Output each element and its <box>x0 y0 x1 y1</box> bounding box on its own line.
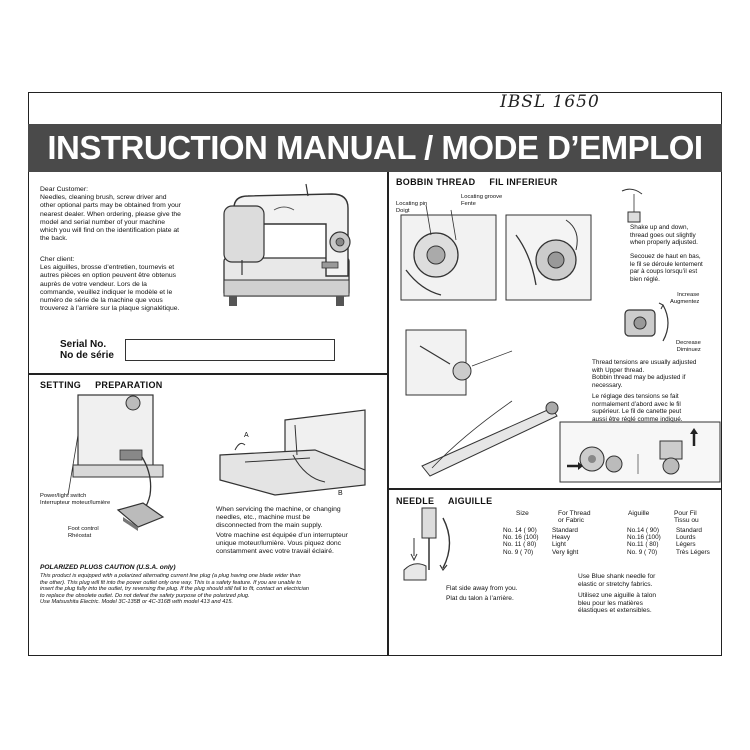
blue-shank-french: Utilisez une aiguille à talon bleu pour … <box>578 592 657 615</box>
needle-cell-fil: Légers <box>676 541 696 549</box>
needle-cell-size: No. 11 ( 80) <box>503 541 537 549</box>
polarized-plug-title: POLARIZED PLUGS CAUTION (U.S.A. only) <box>40 564 176 571</box>
needle-insert-illustration <box>403 507 451 581</box>
center-divider <box>387 172 389 656</box>
left-divider <box>28 373 388 375</box>
handwritten-model-note: IBSL 1650 <box>500 92 600 112</box>
needle-table-row: No. 11 ( 80) Light No.11 ( 80) Légers <box>503 541 729 548</box>
thread-path-illustration <box>405 329 721 483</box>
needle-cell-thread: Light <box>552 541 566 549</box>
needle-cell-aiguille: No. 9 ( 70) <box>627 548 658 556</box>
intro-english: Dear Customer: Needles, cleaning brush, … <box>40 186 181 243</box>
needle-table-row: No. 14 ( 90) Standard No.14 ( 90) Standard <box>503 527 729 534</box>
needle-cell-size: No. 9 ( 70) <box>503 548 534 556</box>
col-fil-header: Pour Fil Tissu ou <box>674 510 699 525</box>
needle-heading: NEEDLE AIGUILLE <box>396 496 493 506</box>
col-aiguille-header: Aiguille <box>628 510 650 517</box>
locating-groove-label: Locating groove Fente <box>461 194 503 207</box>
decrease-label: Decrease Diminuez <box>676 340 701 353</box>
label-b: B <box>338 490 343 497</box>
label-a: A <box>244 432 249 439</box>
needle-cell-fil: Standard <box>676 527 702 534</box>
bobbin-heading: BOBBIN THREAD FIL INFERIEUR <box>396 177 558 187</box>
serial-number-field[interactable] <box>125 339 335 361</box>
service-french: Votre machine est équipée d’un interrupt… <box>216 532 348 556</box>
tension-english: Thread tensions are usually adjusted wit… <box>592 359 697 389</box>
increase-label: Increase Augmentez <box>670 292 700 305</box>
sewing-machine-illustration <box>223 183 351 306</box>
needle-cell-size: No. 14 ( 90) <box>503 527 537 534</box>
needle-cell-thread: Standard <box>552 527 578 534</box>
needle-cell-fil: Très Légers <box>676 548 710 556</box>
bobbin-hanging-illustration <box>621 188 643 223</box>
setting-heading: SETTING PREPARATION <box>40 380 163 390</box>
needle-cell-thread: Very light <box>552 548 579 556</box>
bobbin-cover-illustration <box>219 409 366 496</box>
shake-french: Secouez de haut en bas, le fil se déroul… <box>630 253 703 283</box>
needle-cell-aiguille: No.11 ( 80) <box>627 541 659 549</box>
blue-shank-english: Use Blue shank needle for elastic or str… <box>578 573 656 588</box>
intro-french: Cher client: Les aiguilles, brosse d’ent… <box>40 256 180 313</box>
needle-cell-thread: Heavy <box>552 534 571 542</box>
needle-cell-fil: Lourds <box>676 534 696 542</box>
needle-table-row: No. 16 (100) Heavy No.16 (100) Lourds <box>503 534 729 541</box>
col-size-header: Size <box>516 510 529 517</box>
locating-pin-label: Locating pin Doigt <box>396 201 428 214</box>
tension-screw-illustration <box>624 302 669 342</box>
needle-cell-aiguille: No.16 (100) <box>627 534 661 542</box>
needle-cell-aiguille: No.14 ( 90) <box>627 527 659 534</box>
tension-french: Le réglage des tensions se fait normalem… <box>592 393 683 423</box>
right-divider <box>388 488 722 490</box>
serial-number-label: Serial No. No de série <box>60 339 114 361</box>
flat-side-english: Flat side away from you. <box>446 585 518 592</box>
col-thread-header: For Thread or Fabric <box>558 510 591 525</box>
shake-english: Shake up and down, thread goes out sligh… <box>630 224 698 247</box>
needle-cell-size: No. 16 (100) <box>503 534 539 542</box>
foot-control-label: Foot control Rhéostat <box>68 526 99 539</box>
power-switch-label: Power/light switch Interrupteur moteur/l… <box>40 493 111 506</box>
flat-side-french: Plat du talon à l’arrière. <box>446 595 514 602</box>
title-banner: INSTRUCTION MANUAL / MODE D’EMPLOI <box>28 124 722 172</box>
polarized-plug-text: This product is equipped with a polarize… <box>40 573 309 606</box>
service-english: When servicing the machine, or changing … <box>216 506 341 530</box>
needle-table-row: No. 9 ( 70) Very light No. 9 ( 70) Très Lég… <box>503 549 729 556</box>
bobbin-case-illustration <box>400 204 592 301</box>
power-switch-illustration <box>67 394 165 531</box>
